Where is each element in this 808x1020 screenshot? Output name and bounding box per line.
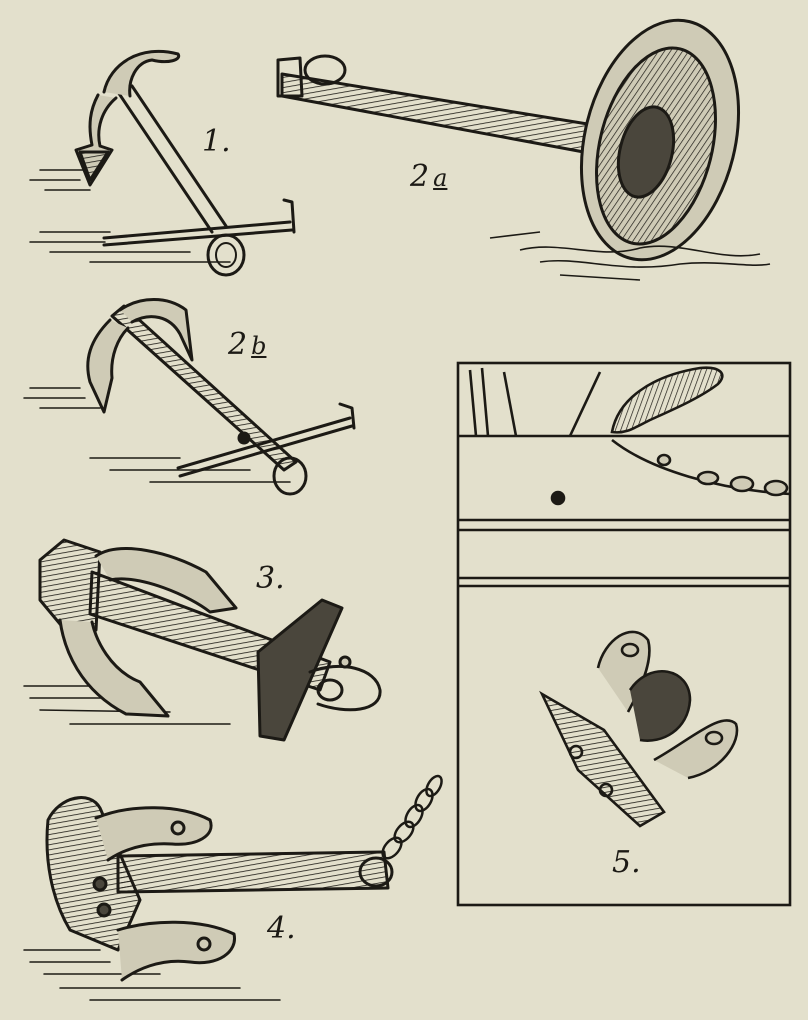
- anchor-figure-5-frame: [456, 361, 792, 907]
- figure-label-4: 4.: [267, 911, 296, 946]
- anchor-figure-1: [29, 49, 296, 277]
- figure-label-5: 5.: [612, 845, 641, 880]
- figure-label-3: 3.: [256, 561, 285, 596]
- anchor-figure-3: [23, 538, 382, 742]
- anchor-figure-2a: [276, 18, 771, 281]
- anchor-figure-4: [23, 774, 443, 1001]
- figure-label-1: 1.: [202, 124, 231, 159]
- anchor-figure-2b: [23, 298, 356, 496]
